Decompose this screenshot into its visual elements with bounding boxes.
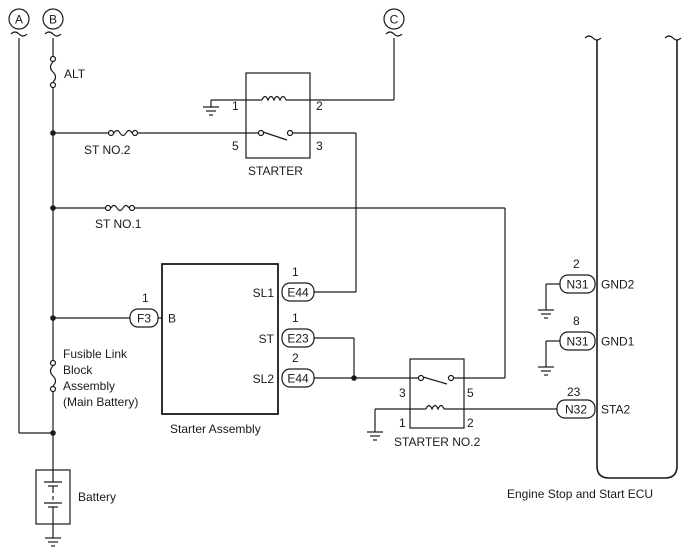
starter-no2-pin2: 2	[467, 416, 474, 430]
connector-b-label: B	[49, 13, 57, 27]
e44-sl2-pin: 2	[292, 351, 299, 365]
sta2-connector: N32	[565, 403, 587, 417]
gnd2-pin: 2	[573, 257, 580, 271]
starter-relay-coil	[261, 95, 287, 102]
terminal-sl2: SL2	[253, 372, 275, 386]
starter-no2-label: STARTER NO.2	[394, 435, 481, 449]
starter-relay-pin5: 5	[232, 139, 239, 153]
ecu-sta2	[556, 399, 596, 419]
starter-no2-pin5: 5	[467, 386, 474, 400]
starter-relay	[203, 38, 395, 292]
gnd1-connector: N31	[566, 335, 588, 349]
battery-symbol	[35, 469, 71, 547]
connector-a: A	[8, 8, 30, 433]
sta2-pin: 23	[567, 385, 581, 399]
st-no1-fuse-symbol	[110, 204, 130, 212]
ecu-label: Engine Stop and Start ECU	[507, 487, 653, 501]
main-bus	[19, 38, 57, 470]
starter-no2-relay-coil	[425, 404, 445, 411]
fusible-link-line-1: Fusible Link	[63, 347, 128, 361]
starter-relay-pin1: 1	[232, 99, 239, 113]
gnd2-connector: N31	[566, 278, 588, 292]
f3-pin: 1	[142, 291, 149, 305]
fusible-link-line-2: Block	[63, 363, 93, 377]
fusible-link-label: Fusible Link Block Assembly (Main Batter…	[63, 347, 138, 409]
terminal-b: B	[168, 312, 176, 326]
gnd1-pin: 8	[573, 314, 580, 328]
e23-connector: E23	[287, 332, 309, 346]
connector-a-label: A	[15, 13, 23, 27]
st-no1-wire	[53, 204, 506, 379]
ecu-body	[584, 35, 682, 479]
st-no2-wire	[53, 129, 258, 137]
st-no2-fuse-symbol	[113, 129, 133, 137]
starter-relay-pin3: 3	[316, 139, 323, 153]
connector-c: C	[383, 8, 405, 37]
st-no1-fuse-label: ST NO.1	[95, 217, 142, 231]
fusible-link-line-3: Assembly	[63, 379, 115, 393]
e44-sl1-pin: 1	[292, 265, 299, 279]
fusible-link-line-4: (Main Battery)	[63, 395, 138, 409]
e44-sl2-connector: E44	[287, 372, 309, 386]
st-no2-fuse-label: ST NO.2	[84, 143, 131, 157]
starter-no2-pin3: 3	[399, 386, 406, 400]
e23-pin: 1	[292, 311, 299, 325]
alt-fuse-symbol	[49, 61, 57, 83]
starter-no2-pin1: 1	[399, 416, 406, 430]
terminal-sl1: SL1	[253, 286, 275, 300]
fusible-link-symbol	[49, 365, 57, 387]
connector-c-label: C	[390, 13, 399, 27]
gnd1-label: GND1	[601, 335, 635, 349]
ecu-gnd1	[538, 331, 596, 376]
ecu-gnd2	[538, 274, 596, 319]
gnd2-label: GND2	[601, 278, 635, 292]
starter-relay-pin2: 2	[316, 99, 323, 113]
alt-fuse-label: ALT	[64, 67, 86, 81]
starter-assembly-label: Starter Assembly	[170, 422, 261, 436]
sta2-label: STA2	[601, 403, 630, 417]
starter-no2-relay	[367, 358, 557, 441]
e44-sl1-connector: E44	[287, 286, 309, 300]
starter-assembly	[53, 263, 418, 415]
battery-label: Battery	[78, 490, 116, 504]
f3-connector: F3	[137, 312, 151, 326]
starter-relay-label: STARTER	[248, 164, 303, 178]
terminal-st: ST	[259, 332, 275, 346]
connector-b: B	[42, 8, 64, 37]
